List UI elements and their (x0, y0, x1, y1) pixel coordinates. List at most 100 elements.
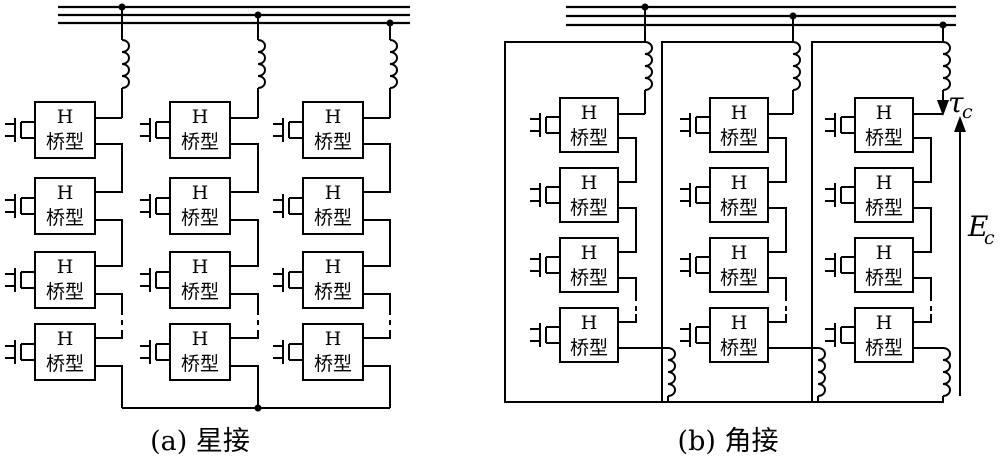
voltage-subscript: c (984, 227, 995, 249)
inductor-coil (389, 39, 398, 89)
module-label-h: H (581, 312, 598, 334)
h-bridge-module: H 桥型 (530, 237, 619, 293)
wire (363, 219, 391, 267)
module-label-h: H (876, 172, 893, 194)
module-label-type: 桥型 (181, 353, 219, 375)
star-caption: (a) 星接 (150, 426, 250, 457)
module-label-type: 桥型 (865, 127, 903, 149)
module-label-h: H (192, 106, 209, 128)
wire (618, 137, 637, 183)
module-box (34, 101, 96, 159)
wire (913, 207, 932, 253)
module-label-h: H (325, 106, 342, 128)
module-label-type: 桥型 (720, 267, 758, 289)
module-label-type: 桥型 (46, 207, 84, 229)
module-label-h: H (876, 312, 893, 334)
module-box (169, 323, 231, 381)
module-label-type: 桥型 (314, 131, 352, 153)
h-bridge-module: H 桥型 (680, 237, 769, 293)
h-bridge-module: H桥型 (273, 177, 364, 235)
module-label-type: 桥型 (865, 197, 903, 219)
wire (230, 219, 259, 267)
module-label-h: H (57, 106, 74, 128)
module-label-type: 桥型 (46, 131, 84, 153)
module-label-h: H (192, 256, 209, 278)
wire (768, 207, 787, 253)
module-label-type: 桥型 (46, 353, 84, 375)
h-bridge-module: H 桥型 (825, 167, 914, 223)
module-label-type: 桥型 (570, 267, 608, 289)
module-box (854, 97, 914, 153)
module-box (709, 167, 769, 223)
h-bridge-module: H桥型 (5, 323, 96, 381)
inductor-coil (667, 347, 676, 397)
module-label-h: H (192, 328, 209, 350)
module-label-type: 桥型 (46, 281, 84, 303)
wire (95, 293, 123, 310)
module-label-h: H (325, 328, 342, 350)
module-box (34, 323, 96, 381)
h-bridge-module: H桥型 (680, 97, 769, 153)
h-bridge-module: H桥型 (680, 167, 769, 223)
inductor-coil (644, 41, 653, 91)
module-box (709, 237, 769, 293)
wire (230, 293, 259, 310)
module-box (169, 101, 231, 159)
module-label-h: H (57, 256, 74, 278)
current-label: τ c (948, 86, 973, 123)
module-label-h: H (876, 102, 893, 124)
module-box (302, 251, 364, 309)
inductor-coil (942, 347, 951, 397)
wire (768, 314, 787, 323)
current-symbol: τ (948, 86, 964, 119)
h-bridge-module: H 桥型 (680, 307, 769, 363)
module-label-h: H (192, 182, 209, 204)
h-bridge-module: H桥型 (825, 237, 914, 293)
h-bridge-module: H 桥型 (273, 101, 364, 159)
h-bridge-module: H桥型 (5, 177, 96, 235)
module-label-type: 桥型 (865, 337, 903, 359)
wire (913, 277, 932, 296)
wire (768, 277, 787, 296)
module-label-h: H (581, 242, 598, 264)
h-bridge-module: H桥型 (530, 167, 619, 223)
module-box (302, 177, 364, 235)
h-bridge-module: H 桥型 (530, 307, 619, 363)
h-bridge-module: H 桥型 (825, 307, 914, 363)
h-bridge-module: H 桥型 (825, 97, 914, 153)
wire (811, 41, 944, 403)
wire (363, 143, 391, 193)
voltage-arrow-head (954, 116, 966, 132)
module-box (169, 177, 231, 235)
module-label-h: H (325, 256, 342, 278)
voltage-symbol: E (967, 210, 988, 243)
wire (661, 41, 819, 403)
module-label-h: H (581, 102, 598, 124)
module-box (559, 237, 619, 293)
wire (230, 330, 259, 339)
module-box (709, 307, 769, 363)
inductor-coil (121, 39, 130, 89)
module-label-h: H (731, 312, 748, 334)
module-box (169, 251, 231, 309)
module-box (559, 307, 619, 363)
wire (618, 314, 637, 323)
module-label-h: H (731, 242, 748, 264)
h-bridge-module: H桥型 (140, 251, 231, 309)
module-label-type: 桥型 (570, 337, 608, 359)
wire (618, 277, 637, 296)
module-box (34, 251, 96, 309)
module-box (709, 97, 769, 153)
module-box (559, 167, 619, 223)
module-label-type: 桥型 (720, 337, 758, 359)
wire (95, 219, 123, 267)
module-box (302, 323, 364, 381)
module-label-type: 桥型 (314, 281, 352, 303)
module-label-type: 桥型 (314, 353, 352, 375)
module-label-h: H (731, 102, 748, 124)
module-label-type: 桥型 (570, 197, 608, 219)
wire (230, 365, 259, 408)
